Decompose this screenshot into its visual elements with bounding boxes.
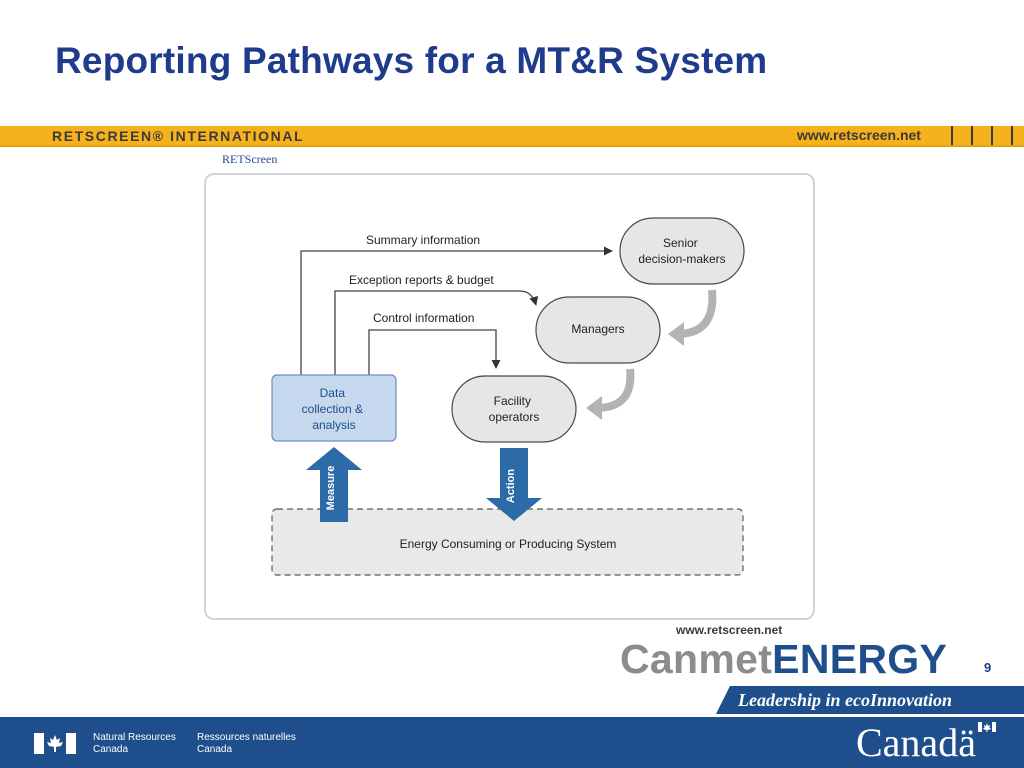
- managers-label: Managers: [571, 322, 624, 336]
- canada-flag-icon: [34, 733, 76, 754]
- banner-url: www.retscreen.net: [797, 127, 921, 143]
- dept-en-line1: Natural Resources: [93, 732, 176, 743]
- figure-source-label: RETScreen: [222, 152, 278, 166]
- dept-fr-line2: Canada: [197, 744, 233, 755]
- exception-label: Exception reports & budget: [349, 273, 494, 287]
- escalation-arrowhead: [668, 322, 684, 346]
- canada-wordmark: Canadä: [856, 720, 976, 765]
- footer-url: www.retscreen.net: [676, 623, 783, 637]
- escalation-arrow-managers-operators: [597, 368, 635, 412]
- summary-label: Summary information: [366, 233, 480, 247]
- tagline-text: Leadership in ecoInnovation: [738, 690, 953, 710]
- dept-name-en: Natural Resources Canada: [93, 732, 176, 756]
- banner-divider: [971, 126, 973, 145]
- page-number: 9: [984, 660, 992, 675]
- canmet-logo-part1: Canmet: [620, 636, 773, 682]
- canmet-energy-logo: CanmetENERGY: [620, 636, 947, 683]
- action-arrow: [486, 448, 542, 521]
- slide-title: Reporting Pathways for a MT&R System: [55, 40, 768, 81]
- data-node-label: Data collection & analysis: [302, 386, 367, 432]
- exception-connector: [334, 290, 539, 376]
- facility-operators-node: [451, 375, 577, 443]
- banner-divider: [951, 126, 953, 145]
- data-label-line2: collection &: [302, 402, 363, 416]
- dept-en-line2: Canada: [93, 744, 129, 755]
- canada-wordmark-flag-icon: [978, 722, 996, 732]
- canmet-logo-part2: ENERGY: [772, 636, 948, 682]
- senior-node-label: Senior decision-makers: [638, 236, 725, 266]
- dept-name-fr: Ressources naturelles Canada: [197, 732, 296, 756]
- senior-label-line1: Senior: [663, 236, 698, 250]
- retscreen-banner: RETSCREEN® INTERNATIONAL www.retscreen.n…: [0, 126, 1024, 147]
- data-label-line1: Data: [320, 386, 346, 400]
- control-label: Control information: [373, 311, 474, 325]
- operators-label-line1: Facility: [494, 394, 531, 408]
- action-label: Action: [505, 469, 517, 504]
- dept-fr-line1: Ressources naturelles: [197, 732, 296, 743]
- senior-label-line2: decision-makers: [638, 252, 725, 266]
- banner-brand: RETSCREEN® INTERNATIONAL: [52, 128, 305, 144]
- escalation-arrow-senior-managers: [679, 289, 717, 338]
- escalation-arrowhead: [586, 396, 602, 420]
- operators-node-label: Facility operators: [489, 394, 540, 424]
- managers-node: [535, 296, 661, 364]
- data-collection-node: [271, 374, 397, 442]
- operators-label-line2: operators: [489, 410, 540, 424]
- government-footer: Natural Resources Canada Ressources natu…: [0, 717, 1024, 768]
- summary-connector: [300, 246, 613, 376]
- banner-divider: [1011, 126, 1013, 145]
- tagline-banner: Leadership in ecoInnovation: [716, 686, 1024, 714]
- banner-divider: [991, 126, 993, 145]
- measure-label: Measure: [325, 466, 337, 511]
- energy-system-label: Energy Consuming or Producing System: [400, 537, 617, 551]
- control-connector: [368, 329, 501, 376]
- measure-arrow: [306, 447, 362, 522]
- data-label-line3: analysis: [312, 418, 355, 432]
- senior-decision-makers-node: [619, 217, 745, 285]
